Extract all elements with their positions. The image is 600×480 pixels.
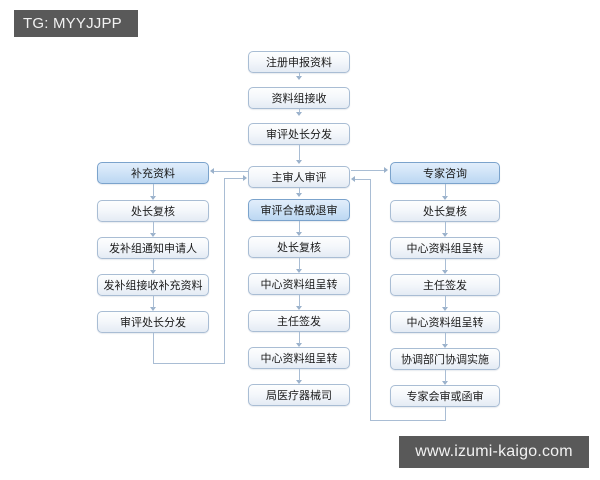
arrow-left-1-2: [150, 233, 156, 237]
loop-right-segment-up: [370, 179, 371, 421]
arrow-center-1-2: [296, 112, 302, 116]
connector-right-5-6: [445, 370, 446, 382]
node-right-materials-group-transfer-2[interactable]: 中心资料组呈转: [390, 311, 500, 333]
node-right-chief-recheck[interactable]: 处长复核: [390, 200, 500, 222]
connector-right-2-3: [445, 259, 446, 271]
node-right-director-signoff[interactable]: 主任签发: [390, 274, 500, 296]
node-center-bureau-medical-device-dept[interactable]: 局医疗器械司: [248, 384, 350, 406]
arrow-left-3-4: [150, 307, 156, 311]
connector-right-3-4: [445, 296, 446, 308]
connector-right-0-1: [445, 184, 446, 197]
arrow-review-to-expert: [384, 167, 388, 173]
node-left-review-chief-distribute[interactable]: 审评处长分发: [97, 311, 209, 333]
node-center-chief-recheck[interactable]: 处长复核: [248, 236, 350, 258]
connector-center-8-9: [299, 369, 300, 381]
loop-left-segment-down: [153, 333, 154, 364]
node-center-review-chief-distribute[interactable]: 审评处长分发: [248, 123, 350, 145]
loop-right-segment-left: [370, 420, 446, 421]
loop-right-segment-into-review: [355, 179, 371, 180]
node-right-coordination-dept-implement[interactable]: 协调部门协调实施: [390, 348, 500, 370]
connector-center-3-4: [299, 188, 300, 194]
node-right-expert-meeting-or-letter-review[interactable]: 专家会审或函审: [390, 385, 500, 407]
arrow-center-3-4: [296, 193, 302, 197]
connector-center-2-3: [299, 145, 300, 161]
node-center-materials-group-receive[interactable]: 资料组接收: [248, 87, 350, 109]
arrow-right-3-4: [442, 307, 448, 311]
arrow-loop-right-into-review: [351, 176, 355, 182]
arrow-left-0-1: [150, 196, 156, 200]
arrow-center-5-6: [296, 269, 302, 273]
loop-left-segment-into-review: [224, 178, 244, 179]
connector-review-to-expert: [351, 170, 385, 171]
node-center-materials-group-transfer-2[interactable]: 中心资料组呈转: [248, 347, 350, 369]
arrow-left-2-3: [150, 270, 156, 274]
loop-right-segment-down: [445, 407, 446, 421]
connector-left-3-4: [153, 296, 154, 308]
node-left-supplement-materials[interactable]: 补充资料: [97, 162, 209, 184]
loop-left-segment-right: [153, 363, 225, 364]
arrow-center-2-3: [296, 160, 302, 164]
node-center-materials-group-transfer-1[interactable]: 中心资料组呈转: [248, 273, 350, 295]
arrow-center-6-7: [296, 306, 302, 310]
connector-left-2-3: [153, 259, 154, 271]
connector-center-5-6: [299, 258, 300, 270]
node-right-expert-consultation[interactable]: 专家咨询: [390, 162, 500, 184]
node-center-review-pass-or-reject[interactable]: 审评合格或退审: [248, 199, 350, 221]
arrow-right-4-5: [442, 344, 448, 348]
connector-left-0-1: [153, 184, 154, 197]
arrow-right-2-3: [442, 270, 448, 274]
node-left-chief-recheck[interactable]: 处长复核: [97, 200, 209, 222]
connector-center-4-5: [299, 221, 300, 233]
arrow-center-8-9: [296, 380, 302, 384]
arrow-loop-left-into-review: [243, 175, 247, 181]
arrow-review-to-supplement: [210, 168, 214, 174]
connector-center-0-1: [299, 73, 300, 77]
node-center-director-signoff[interactable]: 主任签发: [248, 310, 350, 332]
connector-center-7-8: [299, 332, 300, 344]
watermark-tag: TG: MYYJJPP: [14, 10, 138, 37]
node-left-notify-applicant[interactable]: 发补组通知申请人: [97, 237, 209, 259]
arrow-center-7-8: [296, 343, 302, 347]
node-left-receive-supplement-materials[interactable]: 发补组接收补充资料: [97, 274, 209, 296]
connector-right-4-5: [445, 333, 446, 345]
connector-center-1-2: [299, 109, 300, 113]
arrow-center-4-5: [296, 232, 302, 236]
watermark-url: www.izumi-kaigo.com: [399, 436, 589, 468]
connector-left-1-2: [153, 222, 154, 234]
arrow-right-0-1: [442, 196, 448, 200]
node-right-materials-group-transfer-1[interactable]: 中心资料组呈转: [390, 237, 500, 259]
loop-left-segment-up: [224, 178, 225, 364]
node-center-registration-materials[interactable]: 注册申报资料: [248, 51, 350, 73]
arrow-right-5-6: [442, 381, 448, 385]
arrow-center-0-1: [296, 76, 302, 80]
connector-center-6-7: [299, 295, 300, 307]
connector-review-to-supplement: [214, 171, 248, 172]
arrow-right-1-2: [442, 233, 448, 237]
node-center-chief-reviewer-review[interactable]: 主审人审评: [248, 166, 350, 188]
connector-right-1-2: [445, 222, 446, 234]
